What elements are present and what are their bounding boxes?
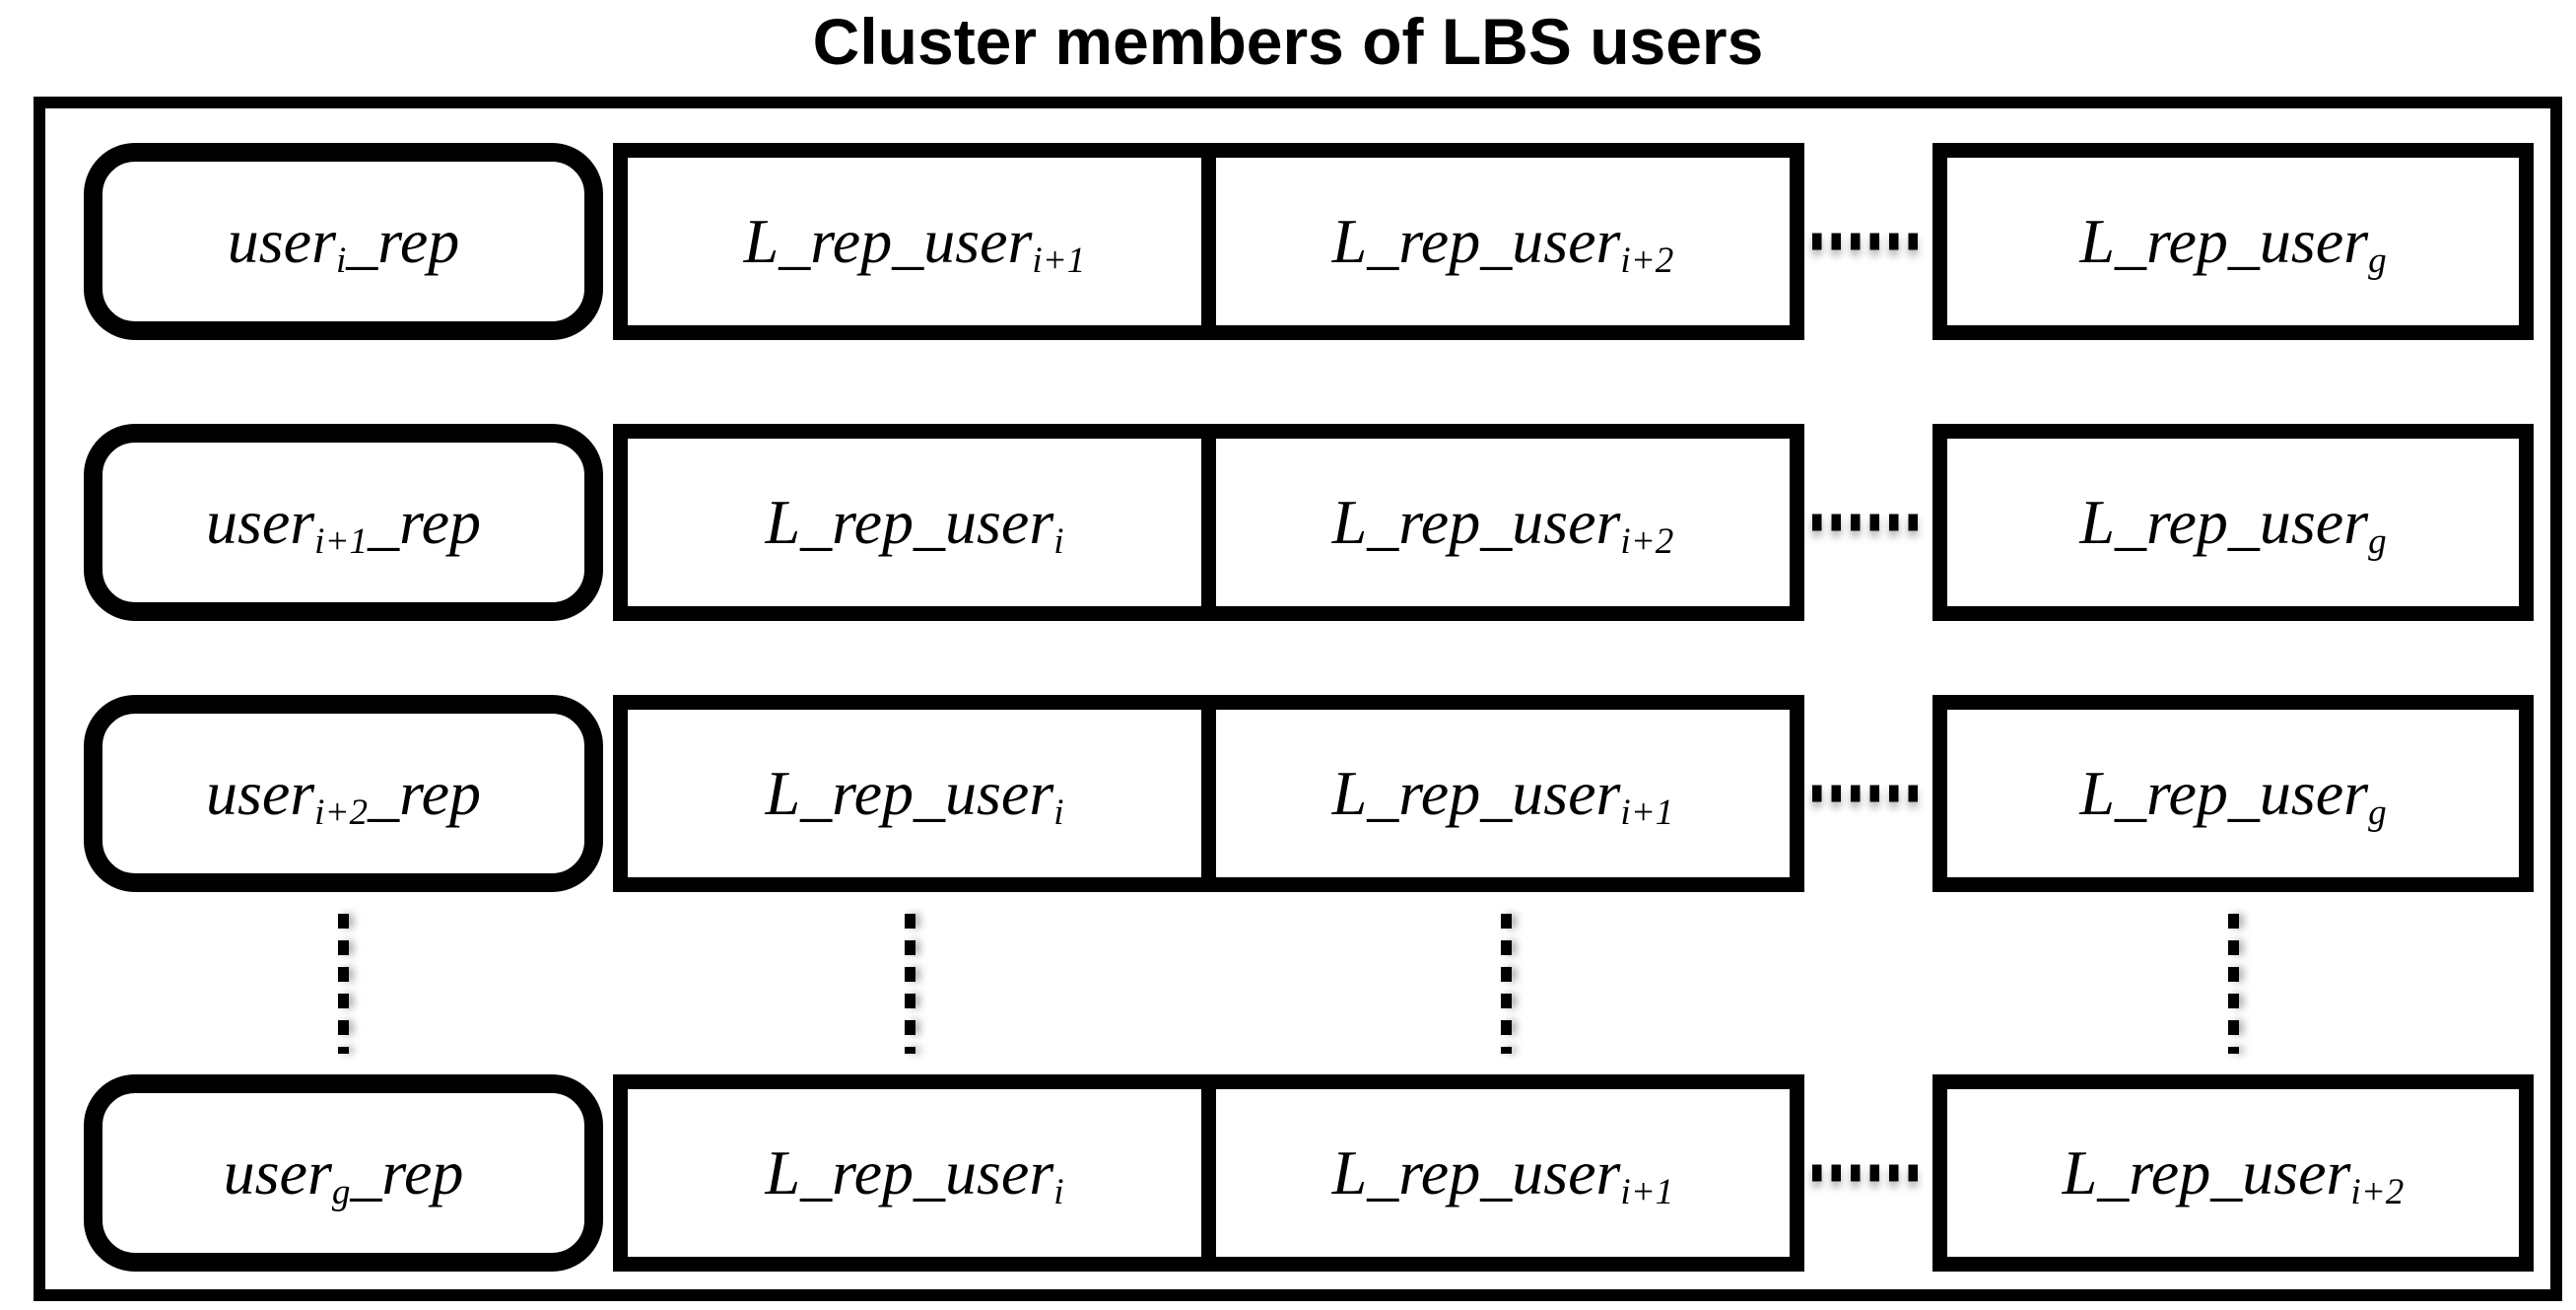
- member-label: L_rep_useri+1: [743, 206, 1086, 282]
- member-box: L_rep_useri: [613, 1074, 1216, 1272]
- cluster-row: useri+2_rep L_rep_useri L_rep_useri+1 L_…: [84, 695, 2534, 892]
- member-label: L_rep_useri+1: [1331, 758, 1674, 834]
- row-ellipsis-gap: [1804, 143, 1932, 340]
- vertical-ellipsis-row: [45, 892, 2550, 1074]
- member-box: L_rep_userg: [1932, 695, 2534, 892]
- rep-user-box: useri+1_rep: [84, 424, 603, 621]
- figure-title: Cluster members of LBS users: [812, 5, 1764, 78]
- vertical-dots-icon: [2228, 914, 2239, 1054]
- row-ellipsis-gap: [1804, 695, 1932, 892]
- member-label: L_rep_userg: [2079, 487, 2387, 563]
- cluster-row: useri+1_rep L_rep_useri L_rep_useri+2 L_…: [84, 424, 2534, 621]
- rep-user-label: useri+1_rep: [205, 487, 482, 563]
- member-label: L_rep_useri: [765, 487, 1064, 563]
- member-label: L_rep_userg: [2079, 758, 2387, 834]
- member-label: L_rep_useri+2: [1331, 487, 1674, 563]
- member-box: L_rep_useri+2: [1201, 424, 1804, 621]
- member-box: L_rep_useri+1: [613, 143, 1216, 340]
- row-ellipsis-gap: [1804, 424, 1932, 621]
- member-label: L_rep_useri: [765, 758, 1064, 834]
- vertical-dots-icon: [1501, 914, 1512, 1054]
- member-box: L_rep_useri+1: [1201, 1074, 1804, 1272]
- rep-user-label: useri_rep: [227, 206, 460, 282]
- member-box: L_rep_useri: [613, 695, 1216, 892]
- member-box: L_rep_userg: [1932, 424, 2534, 621]
- horizontal-dots-icon: [1812, 233, 1925, 250]
- member-box: L_rep_useri: [613, 424, 1216, 621]
- member-box: L_rep_useri+2: [1932, 1074, 2534, 1272]
- member-box: L_rep_userg: [1932, 143, 2534, 340]
- member-label: L_rep_useri+2: [2062, 1138, 2405, 1213]
- vertical-dots-icon: [338, 914, 349, 1054]
- horizontal-dots-icon: [1812, 514, 1925, 531]
- cluster-row: userg_rep L_rep_useri L_rep_useri+1 L_re…: [84, 1074, 2534, 1272]
- cluster-row: useri_rep L_rep_useri+1 L_rep_useri+2 L_…: [84, 143, 2534, 340]
- member-box: L_rep_useri+2: [1201, 143, 1804, 340]
- cluster-rows-container: useri_rep L_rep_useri+1 L_rep_useri+2 L_…: [45, 108, 2550, 1289]
- member-label: L_rep_useri+1: [1331, 1138, 1674, 1213]
- row-ellipsis-gap: [1804, 1074, 1932, 1272]
- rep-user-box: useri+2_rep: [84, 695, 603, 892]
- horizontal-dots-icon: [1812, 1164, 1925, 1182]
- rep-user-box: useri_rep: [84, 143, 603, 340]
- vertical-dots-icon: [905, 914, 915, 1054]
- horizontal-dots-icon: [1812, 785, 1925, 802]
- cluster-table-border: useri_rep L_rep_useri+1 L_rep_useri+2 L_…: [34, 97, 2562, 1301]
- member-box: L_rep_useri+1: [1201, 695, 1804, 892]
- member-label: L_rep_useri+2: [1331, 206, 1674, 282]
- rep-user-box: userg_rep: [84, 1074, 603, 1272]
- rep-user-label: userg_rep: [223, 1138, 464, 1213]
- member-label: L_rep_useri: [765, 1138, 1064, 1213]
- rep-user-label: useri+2_rep: [205, 758, 482, 834]
- member-label: L_rep_userg: [2079, 206, 2387, 282]
